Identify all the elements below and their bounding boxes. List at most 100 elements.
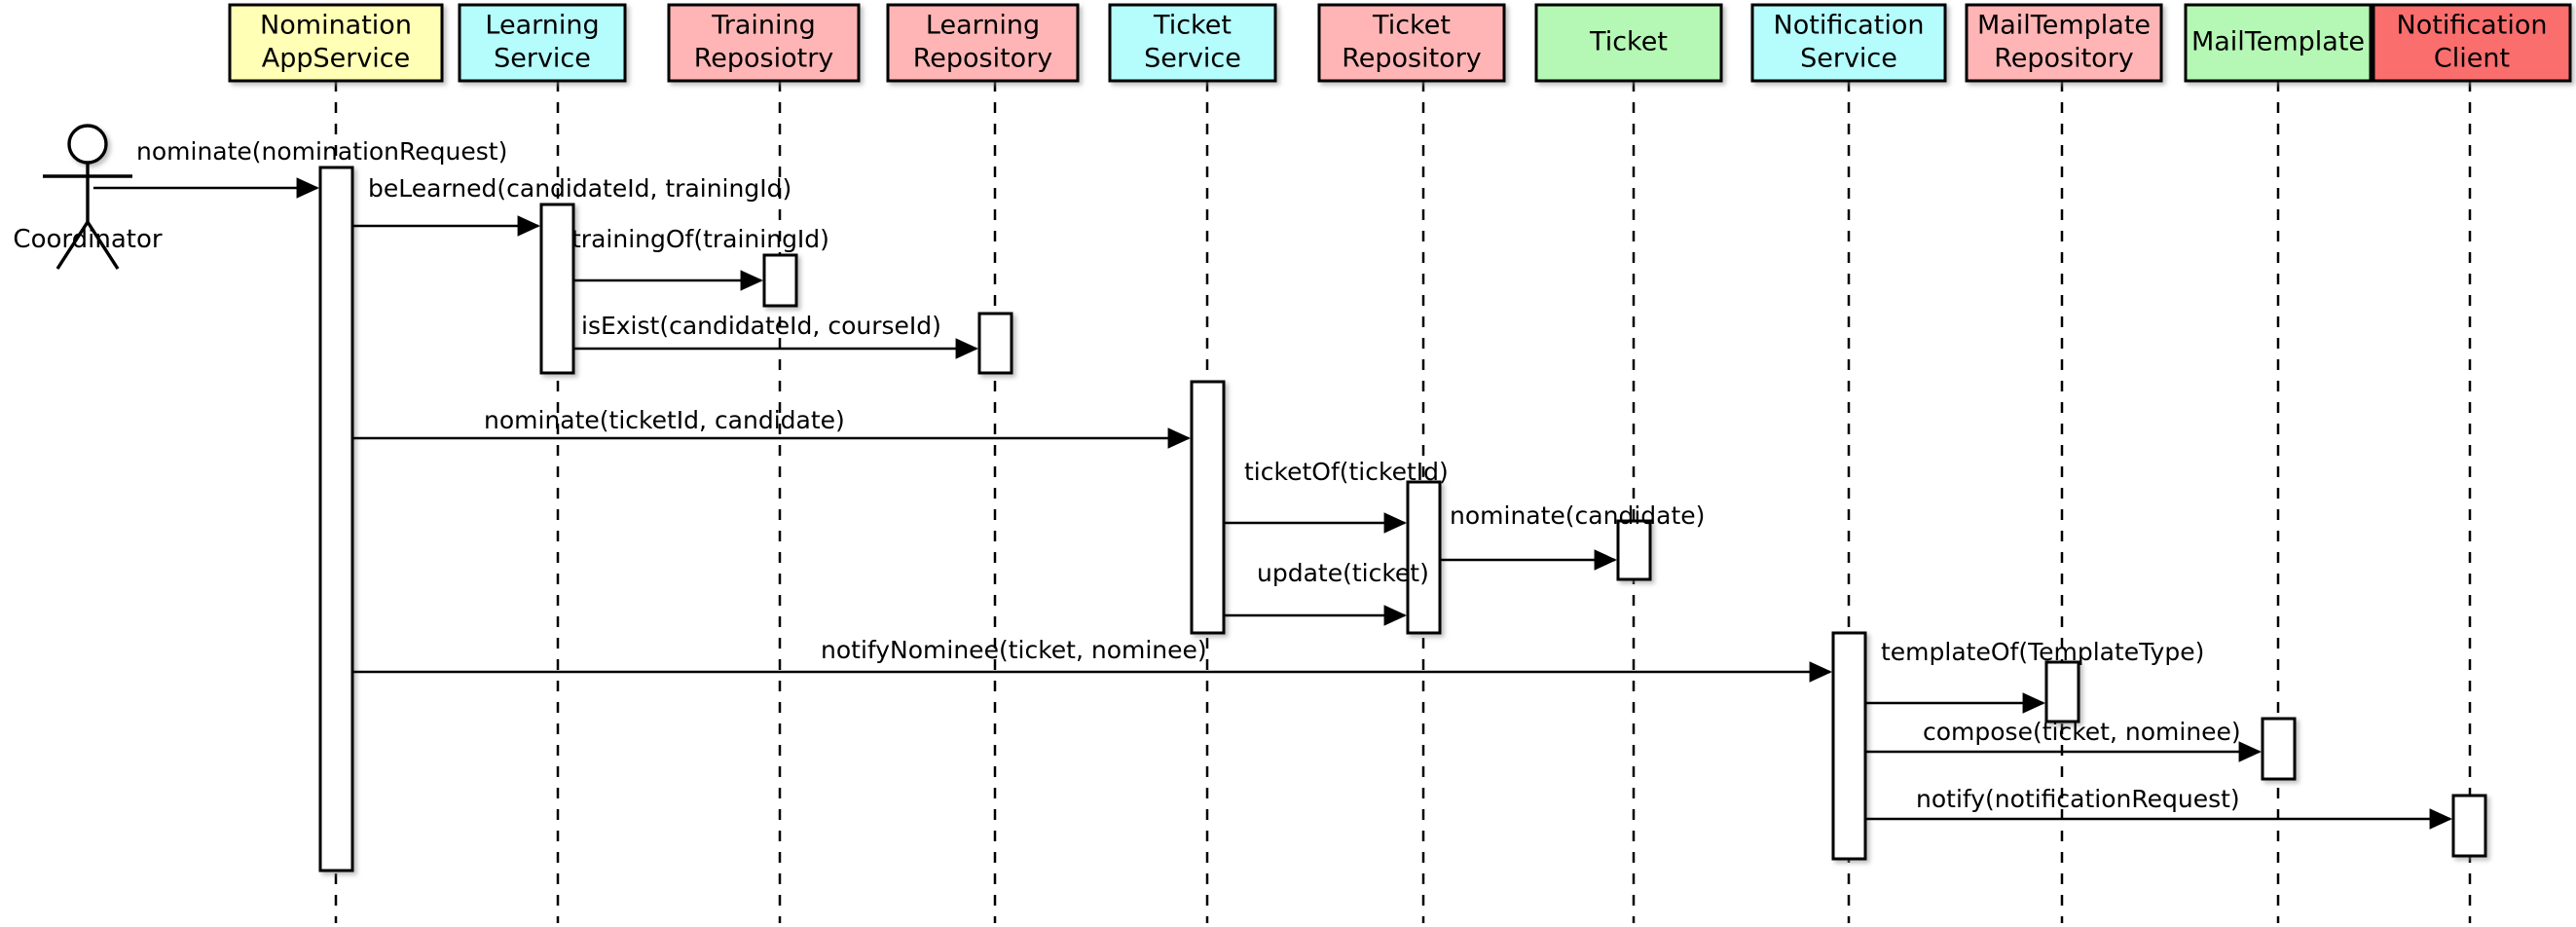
lifelines-layer: NominationAppServiceLearningServiceTrain…	[228, 3, 2572, 923]
lifeline-label-mailtemplate-repository: MailTemplate	[1977, 11, 2151, 41]
msg-notify-nominee-label: notifyNominee(ticket, nominee)	[821, 636, 1207, 664]
activation-bar-notification-client	[2451, 794, 2487, 858]
actor-coordinator[interactable]: Coordinator	[13, 124, 163, 270]
lifeline-header-box-ticket-service[interactable]	[1108, 3, 1277, 83]
lifeline-label-notification-service: Service	[1800, 44, 1897, 74]
activation-bar-mailtemplate	[2261, 717, 2297, 781]
msg-nominate-request: nominate(nominationRequest)	[93, 137, 507, 199]
activation-bar-learning-repository	[977, 312, 1013, 375]
activation-learning-service	[539, 203, 575, 375]
lifeline-header-learning-service[interactable]	[458, 3, 627, 83]
msg-update-ticket-label: update(ticket)	[1257, 559, 1429, 587]
lifeline-header-box-learning-service[interactable]	[458, 3, 627, 83]
activation-bar-ticket	[1616, 519, 1652, 581]
msg-compose: compose(ticket, nominee)	[1866, 718, 2262, 762]
activation-mailtemplate	[2261, 717, 2297, 781]
activations-layer	[318, 166, 2487, 872]
lifeline-header-mailtemplate-repository[interactable]	[1965, 3, 2163, 83]
activation-bar-learning-service	[539, 203, 575, 375]
msg-nominate-candidate: nominate(candidate)	[1441, 501, 1705, 571]
lifeline-ticket: Ticket	[1534, 3, 1723, 923]
activation-bar-notification-service	[1831, 631, 1867, 861]
lifeline-label-nomination-app-service: Nomination	[260, 11, 412, 41]
lifeline-header-mailtemplate[interactable]	[2184, 3, 2373, 83]
msg-ticketof: ticketOf(ticketId)	[1225, 458, 1449, 534]
lifeline-mailtemplate: MailTemplate	[2184, 3, 2373, 923]
lifeline-label-training-repository: Reposiotry	[694, 44, 834, 74]
lifeline-label-ticket-service: Ticket	[1153, 11, 1232, 41]
lifeline-label-ticket-service: Service	[1144, 44, 1241, 74]
lifeline-label-ticket: Ticket	[1589, 27, 1668, 57]
lifeline-label-nomination-app-service: AppService	[262, 44, 411, 74]
lifeline-header-box-ticket[interactable]	[1534, 3, 1723, 83]
lifeline-header-box-mailtemplate-repository[interactable]	[1965, 3, 2163, 83]
msg-notify: notify(notificationRequest)	[1866, 785, 2452, 830]
lifeline-header-box-training-repository[interactable]	[667, 3, 861, 83]
lifeline-header-box-notification-client[interactable]	[2372, 3, 2572, 83]
activation-ticket	[1616, 519, 1652, 581]
lifeline-label-mailtemplate: MailTemplate	[2191, 27, 2365, 57]
lifeline-label-learning-service: Service	[494, 44, 591, 74]
activation-bar-ticket-repository	[1406, 480, 1442, 635]
msg-belearned: beLearned(candidateId, trainingId)	[353, 174, 791, 237]
lifeline-header-box-mailtemplate[interactable]	[2184, 3, 2373, 83]
lifeline-header-ticket-repository[interactable]	[1317, 3, 1506, 83]
lifeline-label-notification-client: Notification	[2397, 11, 2548, 41]
lifeline-label-learning-repository: Repository	[913, 44, 1053, 74]
activation-bar-training-repository	[762, 253, 798, 308]
msg-nominate-candidate-label: nominate(candidate)	[1450, 501, 1705, 530]
lifeline-header-box-nomination-app-service[interactable]	[228, 3, 444, 83]
msg-nominate-ticket: nominate(ticketId, candidate)	[353, 406, 1191, 449]
msg-templateof-label: templateOf(TemplateType)	[1881, 638, 2204, 666]
msg-nominate-request-label: nominate(nominationRequest)	[136, 137, 507, 166]
lifeline-header-learning-repository[interactable]	[886, 3, 1080, 83]
activation-bar-ticket-service	[1190, 380, 1226, 635]
activation-ticket-repository	[1406, 480, 1442, 635]
actor-leg-left	[55, 221, 90, 270]
lifeline-header-box-learning-repository[interactable]	[886, 3, 1080, 83]
lifeline-header-box-notification-service[interactable]	[1750, 3, 1947, 83]
actor-head-icon	[67, 124, 108, 165]
actor-leg-right	[86, 221, 120, 270]
activation-training-repository	[762, 253, 798, 308]
msg-trainingof-label: trainingOf(trainingId)	[571, 225, 829, 253]
msg-notify-label: notify(notificationRequest)	[1916, 785, 2240, 813]
lifeline-label-mailtemplate-repository: Repository	[1994, 44, 2134, 74]
lifeline-header-notification-client[interactable]	[2372, 3, 2572, 83]
actor-label: Coordinator	[13, 225, 162, 254]
activation-learning-repository	[977, 312, 1013, 375]
lifeline-header-ticket-service[interactable]	[1108, 3, 1277, 83]
msg-notify-nominee: notifyNominee(ticket, nominee)	[353, 636, 1832, 683]
activation-nomination-app-service	[318, 166, 354, 872]
lifeline-header-box-ticket-repository[interactable]	[1317, 3, 1506, 83]
messages-layer: nominate(nominationRequest) beLearned(can…	[93, 137, 2452, 830]
lifeline-header-notification-service[interactable]	[1750, 3, 1947, 83]
actor-layer: Coordinator	[13, 124, 163, 270]
lifeline-label-notification-client: Client	[2434, 44, 2510, 74]
activation-bar-mailtemplate-repository	[2044, 660, 2080, 723]
lifeline-header-nomination-app-service[interactable]	[228, 3, 444, 83]
msg-compose-label: compose(ticket, nominee)	[1923, 718, 2241, 746]
activation-notification-client	[2451, 794, 2487, 858]
lifeline-header-ticket[interactable]	[1534, 3, 1723, 83]
lifeline-label-notification-service: Notification	[1774, 11, 1925, 41]
lifeline-label-ticket-repository: Ticket	[1372, 11, 1451, 41]
activation-ticket-service	[1190, 380, 1226, 635]
msg-isexist: isExist(candidateId, courseId)	[574, 312, 978, 359]
msg-ticketof-label: ticketOf(ticketId)	[1244, 458, 1449, 486]
msg-nominate-ticket-label: nominate(ticketId, candidate)	[484, 406, 845, 434]
activation-mailtemplate-repository	[2044, 660, 2080, 723]
msg-trainingof: trainingOf(trainingId)	[571, 225, 829, 291]
lifeline-header-training-repository[interactable]	[667, 3, 861, 83]
